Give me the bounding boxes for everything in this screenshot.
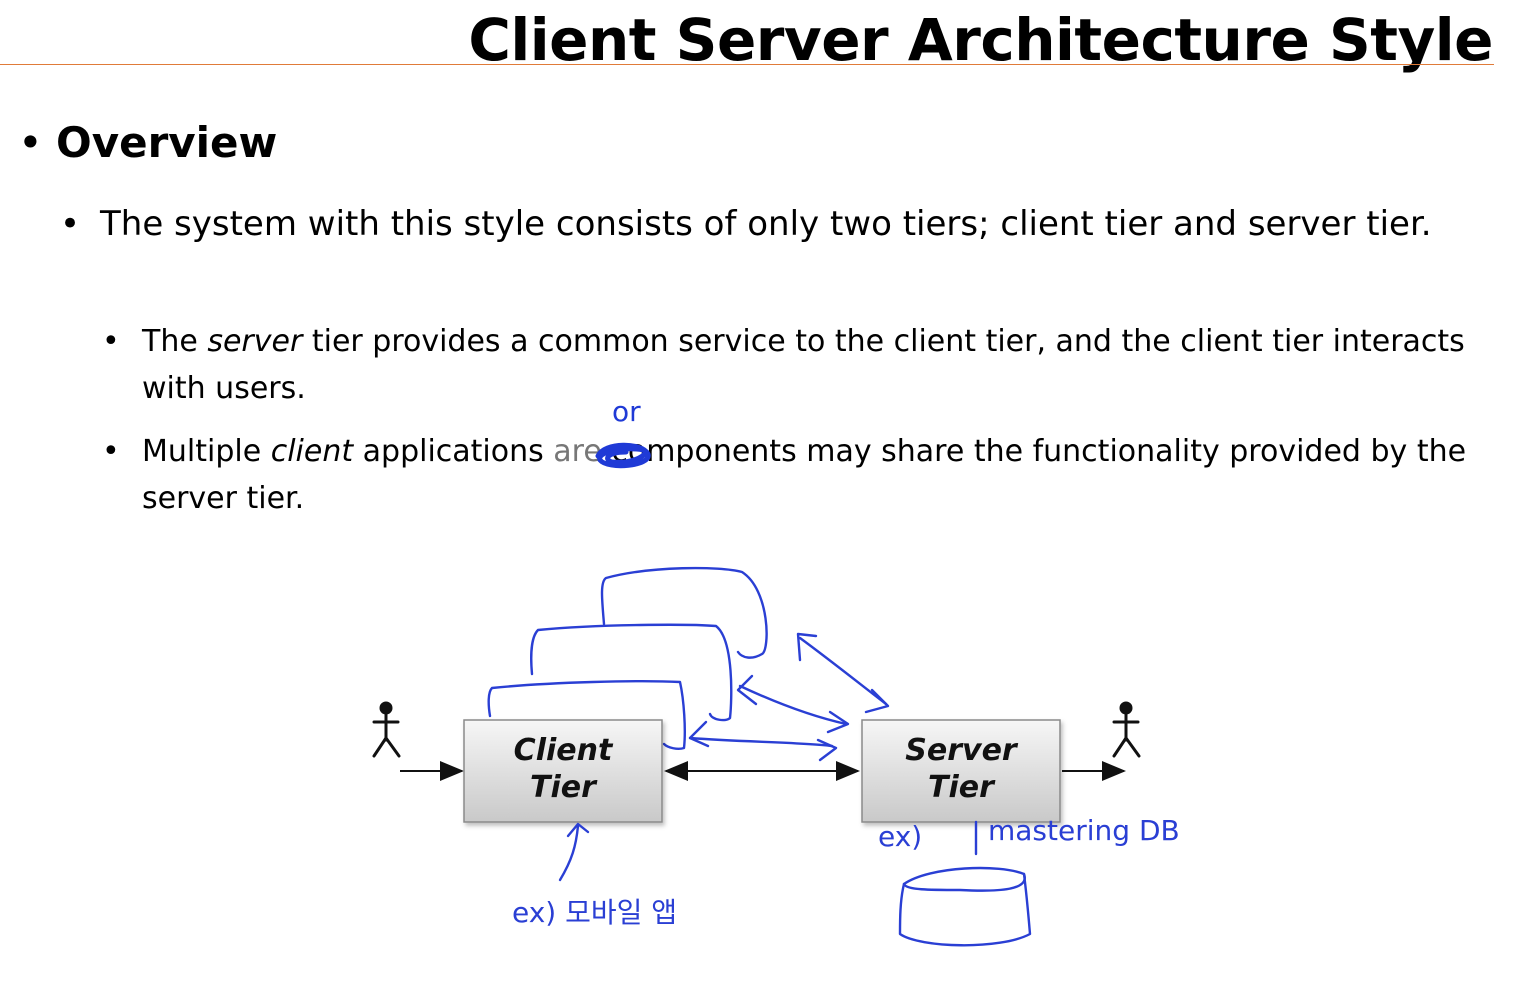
stick-figure-icon	[372, 701, 401, 758]
bullet-dot: •	[102, 434, 120, 469]
client-tier-label-2: Tier	[530, 770, 598, 805]
text-run: components may share the functionality p…	[142, 434, 1467, 516]
point-client-apps-text: Multiple client applications are compone…	[142, 428, 1472, 522]
struck-word: are	[553, 434, 602, 469]
client-tier-box: Client Tier	[463, 719, 663, 823]
point-server-tier-text: The server tier provides a common servic…	[142, 318, 1472, 412]
client-tier-label-1: Client	[514, 733, 614, 768]
slide-title: Client Server Architecture Style	[468, 6, 1493, 74]
server-example-annotation: ex) mastering DB	[878, 814, 1180, 947]
emphasis-client: client	[270, 434, 354, 469]
bullet-dot: •	[18, 118, 43, 167]
bullet-dot: •	[102, 324, 120, 359]
scribble-mark	[595, 442, 651, 469]
server-tier-label-2: Tier	[928, 770, 996, 805]
text-run: tier provides a common service to the cl…	[142, 324, 1465, 406]
stick-figure-icon	[1112, 701, 1141, 758]
server-tier-label-1: Server	[905, 733, 1019, 768]
server-example-prefix: ex)	[878, 820, 922, 853]
text-run: The	[142, 324, 208, 359]
annotation-or: or	[612, 395, 641, 428]
server-example-text: mastering DB	[988, 814, 1180, 847]
bullet-dot: •	[60, 204, 81, 244]
client-example-text: ex) 모바일 앱	[512, 896, 677, 929]
heading-text: Overview	[56, 118, 278, 167]
server-tier-box: Server Tier	[861, 719, 1061, 823]
stacked-client-frames	[487, 566, 768, 750]
text-run: applications	[353, 434, 554, 469]
text-run: Multiple	[142, 434, 271, 469]
client-example-annotation: ex) 모바일 앱	[512, 822, 677, 929]
emphasis-server: server	[207, 324, 303, 359]
title-rule	[0, 64, 1494, 65]
point-two-tiers-text: The system with this style consists of o…	[100, 204, 1432, 244]
hand-drawn-arrows	[688, 632, 890, 762]
database-icon	[898, 866, 1032, 947]
